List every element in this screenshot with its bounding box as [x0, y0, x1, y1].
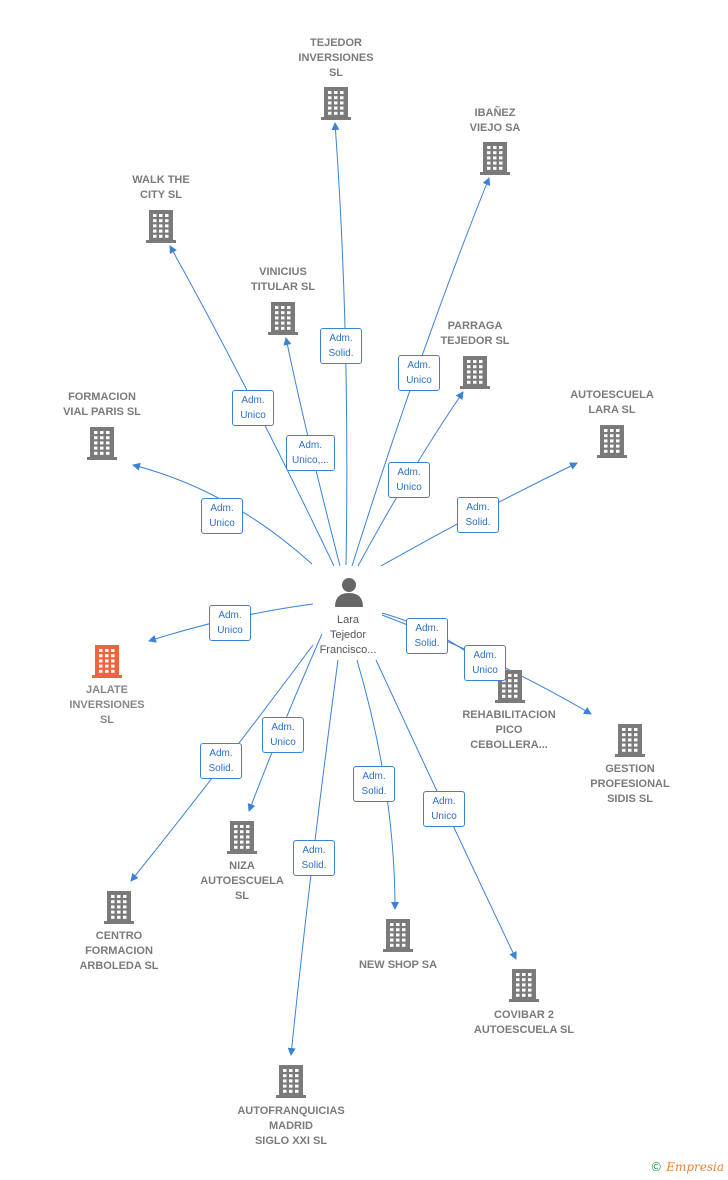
company-label-ibanez-viejo[interactable]: IBAÑEZ VIEJO SA [469, 107, 521, 134]
company-label-gestion-profesional[interactable]: GESTION PROFESIONAL SIDIS SL [590, 763, 670, 805]
brand-logo: Empresia [666, 1160, 724, 1174]
edge-label-ibanez-viejo[interactable]: Adm. Unico [398, 355, 440, 391]
company-label-covibar-2[interactable]: COVIBAR 2 AUTOESCUELA SL [473, 1009, 575, 1036]
edge-label-gestion-profesional[interactable]: Adm. Unico [464, 645, 506, 681]
company-label-autoescuela-lara[interactable]: AUTOESCUELA LARA SL [570, 389, 654, 416]
building-icon-gestion-profesional[interactable] [615, 724, 645, 757]
company-label-tejedor-inversiones[interactable]: TEJEDOR INVERSIONES SL [298, 37, 374, 79]
company-label-parraga-tejedor[interactable]: PARRAGA TEJEDOR SL [440, 320, 510, 347]
building-icon-covibar-2[interactable] [509, 969, 539, 1002]
edge-label-walk-the-city[interactable]: Adm. Unico [232, 390, 274, 426]
edge-label-rehabilitacion-pico[interactable]: Adm. Solid. [406, 618, 448, 654]
building-icon-ibanez-viejo[interactable] [480, 142, 510, 175]
company-label-formacion-vial-paris[interactable]: FORMACION VIAL PARIS SL [63, 391, 141, 418]
person-icon[interactable] [335, 578, 363, 607]
edge-label-autoescuela-lara[interactable]: Adm. Solid. [457, 497, 499, 533]
company-label-centro-formacion[interactable]: CENTRO FORMACION ARBOLEDA SL [79, 930, 159, 972]
building-icon-autofranquicias[interactable] [276, 1065, 306, 1098]
company-label-autofranquicias[interactable]: AUTOFRANQUICIAS MADRID SIGLO XXI SL [237, 1105, 345, 1147]
company-label-niza-autoescuela[interactable]: NIZA AUTOESCUELA SL [200, 860, 284, 902]
building-icon-vinicius-titular[interactable] [268, 302, 298, 335]
building-icon-centro-formacion[interactable] [104, 891, 134, 924]
edge-label-autofranquicias[interactable]: Adm. Solid. [293, 840, 335, 876]
company-label-new-shop[interactable]: NEW SHOP SA [358, 959, 438, 971]
edge-label-covibar-2[interactable]: Adm. Unico [423, 791, 465, 827]
edge-label-new-shop[interactable]: Adm. Solid. [353, 766, 395, 802]
company-label-walk-the-city[interactable]: WALK THE CITY SL [132, 174, 190, 201]
edge-label-centro-formacion[interactable]: Adm. Solid. [200, 743, 242, 779]
edge-label-parraga-tejedor[interactable]: Adm. Unico [388, 462, 430, 498]
brand-footer: ©Empresia [650, 1160, 724, 1174]
edge-label-vinicius-titular[interactable]: Adm. Unico,... [286, 435, 335, 471]
building-icon-tejedor-inversiones[interactable] [321, 87, 351, 120]
company-label-jalate-inversiones[interactable]: JALATE INVERSIONES SL [69, 684, 145, 726]
edge-label-tejedor-inversiones[interactable]: Adm. Solid. [320, 328, 362, 364]
edge-label-niza-autoescuela[interactable]: Adm. Unico [262, 717, 304, 753]
copyright-icon: © [650, 1160, 663, 1174]
building-icon-autoescuela-lara[interactable] [597, 425, 627, 458]
building-icon-jalate-inversiones[interactable] [92, 645, 122, 678]
company-label-rehabilitacion-pico[interactable]: REHABILITACION PICO CEBOLLERA... [462, 709, 556, 751]
edge-label-jalate-inversiones[interactable]: Adm. Unico [209, 605, 251, 641]
building-icon-niza-autoescuela[interactable] [227, 821, 257, 854]
building-icon-formacion-vial-paris[interactable] [87, 427, 117, 460]
building-icon-parraga-tejedor[interactable] [460, 356, 490, 389]
company-label-vinicius-titular[interactable]: VINICIUS TITULAR SL [250, 266, 316, 293]
person-name[interactable]: Lara Tejedor Francisco... [319, 614, 377, 656]
building-icon-new-shop[interactable] [383, 919, 413, 952]
edge-label-formacion-vial-paris[interactable]: Adm. Unico [201, 498, 243, 534]
building-icon-walk-the-city[interactable] [146, 210, 176, 243]
